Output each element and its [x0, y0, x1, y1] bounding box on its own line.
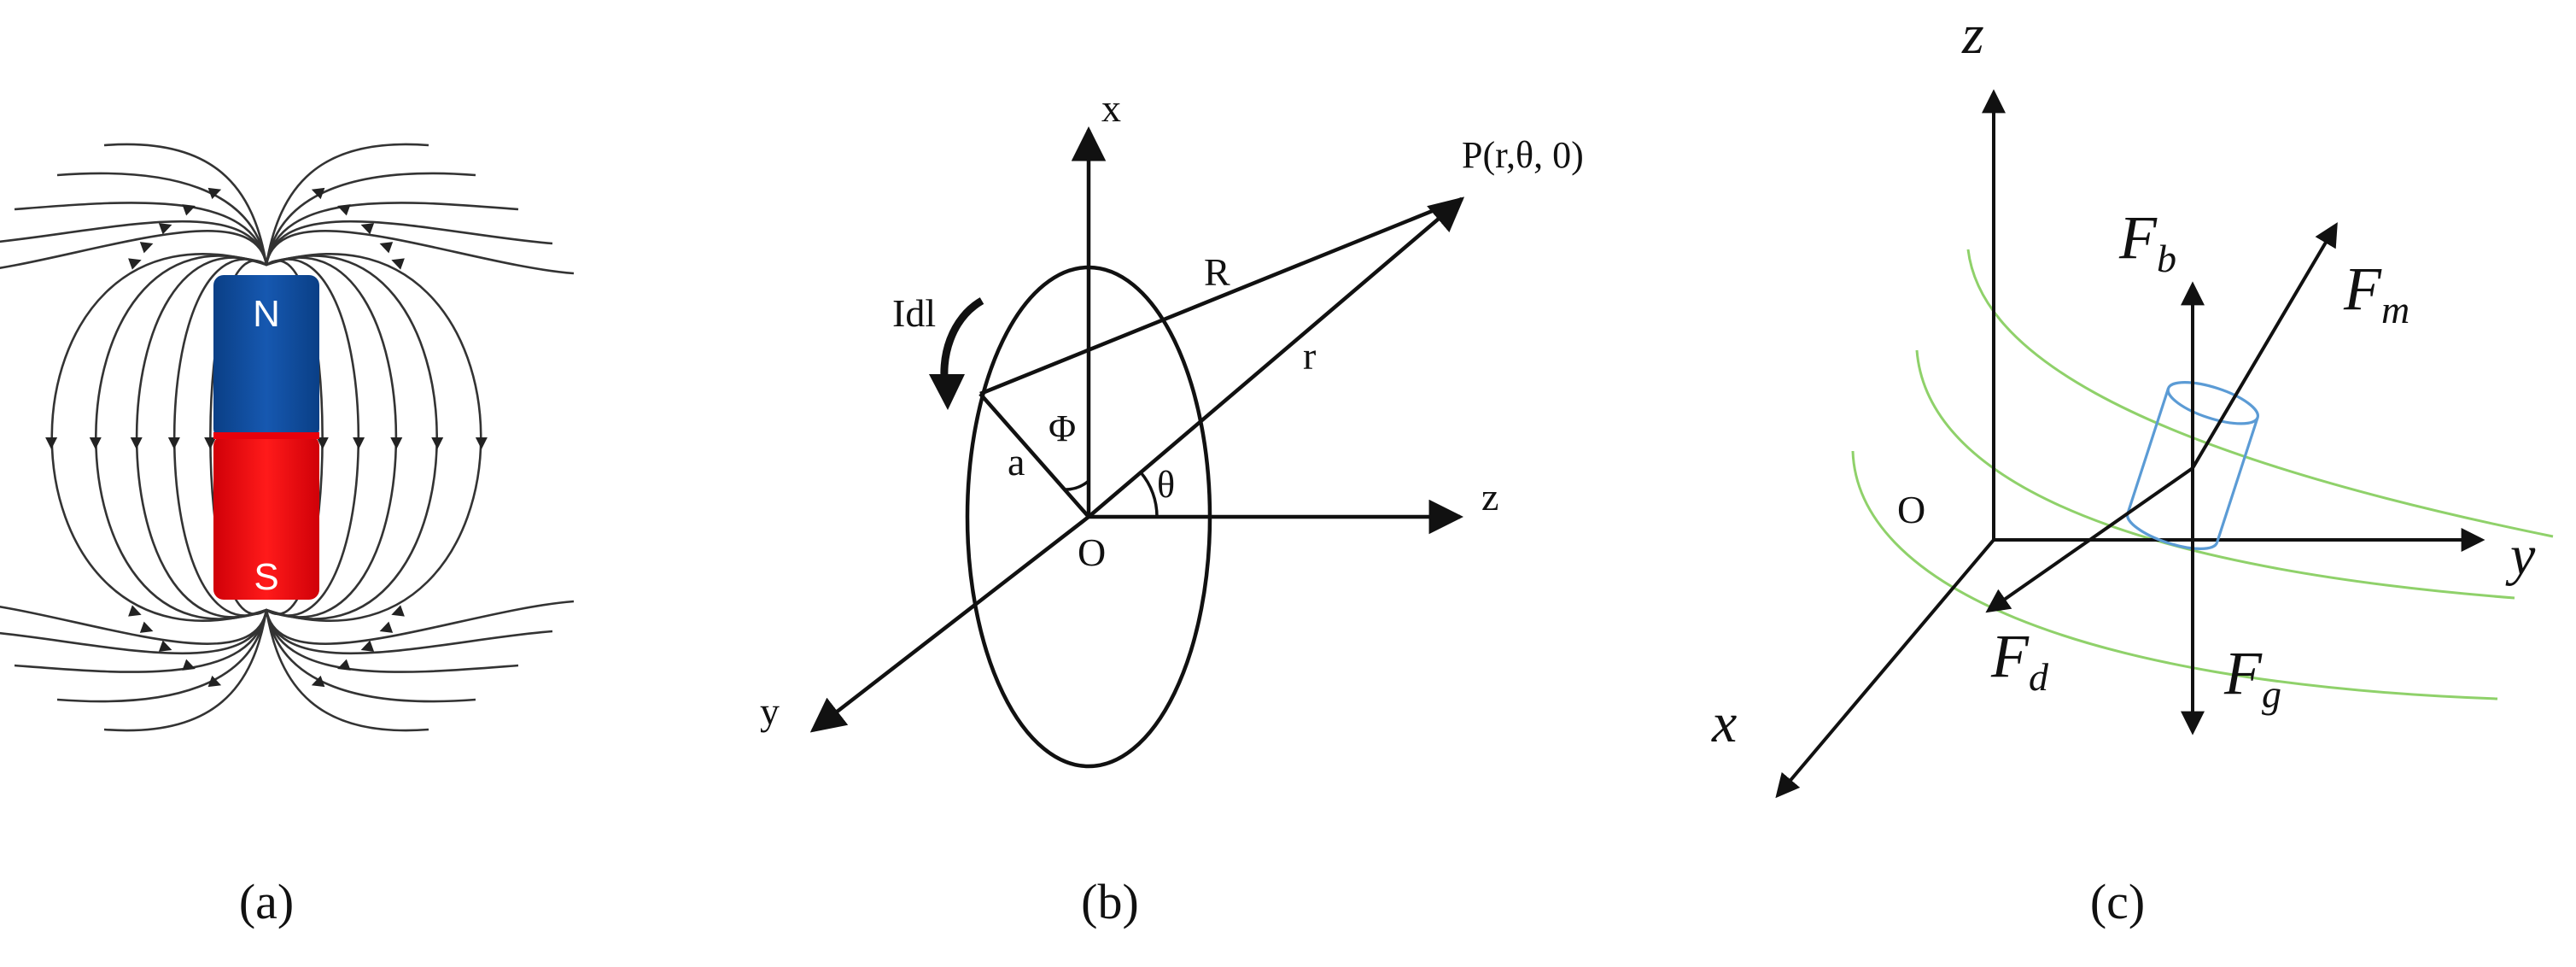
label-r: r — [1303, 334, 1316, 378]
field-arrow — [379, 621, 394, 633]
field-open-line — [265, 202, 519, 266]
field-arrow — [158, 223, 172, 235]
force-g-label: Fg — [2223, 639, 2281, 716]
force-d-arrow — [1985, 466, 2194, 613]
label-Idl: Idl — [892, 291, 936, 335]
field-curve-3 — [1851, 450, 2498, 700]
field-arrow — [207, 187, 222, 200]
field-arrow — [391, 605, 405, 617]
radius-a — [978, 392, 1090, 519]
origin-label: O — [1897, 488, 1925, 531]
field-arrow — [204, 437, 217, 449]
field-arrow — [390, 437, 403, 449]
field-arrow — [431, 437, 444, 449]
field-curve-2 — [1915, 349, 2515, 600]
field-arrow — [139, 242, 154, 254]
field-arrow — [353, 437, 365, 449]
panel-b-caption: (b) — [1081, 874, 1139, 929]
field-open-line — [265, 230, 575, 275]
magnet-south-label: S — [254, 556, 278, 598]
y-axis-label: y — [760, 689, 780, 733]
field-arrow — [391, 258, 405, 270]
field-open-line — [103, 609, 268, 732]
field-arrow — [379, 242, 394, 254]
y-axis-label: y — [2505, 525, 2536, 587]
x-axis-label: x — [1101, 86, 1121, 130]
force-d-label: Fd — [1990, 622, 2049, 699]
origin-label: O — [1078, 530, 1106, 574]
field-open-line — [14, 202, 268, 266]
field-arrow — [45, 437, 58, 449]
field-arrow — [130, 437, 143, 449]
field-open-line — [265, 609, 476, 703]
field-arrow — [158, 640, 172, 652]
panel-a-caption: (a) — [239, 874, 294, 929]
field-arrow — [316, 437, 329, 449]
field-arrow — [139, 621, 154, 633]
force-b-label: Fb — [2118, 203, 2176, 280]
field-line-arrowheads — [45, 187, 488, 688]
field-arrow — [89, 437, 102, 449]
magnet-north-pole — [213, 275, 319, 439]
label-R: R — [1204, 250, 1230, 294]
label-a: a — [1008, 440, 1025, 484]
force-m-label: Fm — [2343, 255, 2410, 331]
field-open-line — [265, 220, 553, 266]
field-arrow — [311, 675, 325, 688]
magnet-south-pole — [213, 436, 319, 600]
field-arrow — [167, 437, 180, 449]
y-axis-arrow — [809, 515, 1090, 733]
field-arrow — [207, 675, 222, 688]
field-open-line — [103, 143, 268, 266]
field-curve-1 — [1966, 249, 2554, 538]
field-arrow — [360, 640, 375, 652]
panel-b-current-loop: x z y O P(r,θ, 0) R r Idl a Φ θ (b) — [760, 86, 1584, 929]
field-arrow — [182, 204, 196, 216]
field-arrow — [182, 659, 196, 671]
panel-c-force-diagram: z y x O Fb Fm Fd Fg (c) — [1711, 3, 2554, 929]
magnet-north-label: N — [253, 293, 280, 335]
field-open-line — [0, 230, 268, 269]
field-open-line — [265, 609, 429, 732]
z-axis-label: z — [1961, 3, 1984, 66]
field-open-line — [265, 143, 429, 266]
field-arrow — [475, 437, 488, 449]
field-arrow — [337, 204, 351, 216]
field-arrow — [360, 223, 375, 235]
field-arrow — [128, 605, 142, 617]
x-axis-label: x — [1711, 692, 1737, 754]
particle-cylinder — [2126, 381, 2259, 550]
field-arrow — [337, 659, 351, 671]
force-m-arrow — [2191, 222, 2338, 470]
field-open-line — [0, 609, 268, 655]
field-open-line — [0, 220, 268, 266]
panel-c-caption: (c) — [2090, 874, 2145, 929]
field-open-line — [0, 606, 268, 645]
phi-angle-arc — [1064, 479, 1090, 491]
r-vector — [1087, 196, 1465, 519]
label-phi: Φ — [1049, 407, 1076, 449]
field-open-line — [265, 600, 575, 645]
theta-angle-arc — [1139, 471, 1159, 518]
field-open-line — [265, 172, 476, 266]
field-open-line — [265, 609, 553, 655]
panel-a-bar-magnet: N S (a) — [0, 143, 575, 929]
field-open-line — [265, 609, 519, 673]
field-open-line — [56, 172, 268, 266]
z-axis-label: z — [1481, 475, 1498, 519]
field-arrow — [128, 258, 142, 270]
point-p-label: P(r,θ, 0) — [1462, 134, 1584, 176]
field-arrow — [311, 187, 325, 200]
field-open-line — [56, 609, 268, 703]
current-direction-arrowhead — [929, 374, 965, 410]
magnet-pole-divider — [213, 432, 319, 439]
magnetic-field-lines — [0, 143, 575, 732]
x-axis-arrow — [1775, 538, 1995, 799]
field-open-line — [14, 609, 268, 673]
label-theta: θ — [1157, 464, 1175, 506]
R-vector — [979, 196, 1463, 396]
